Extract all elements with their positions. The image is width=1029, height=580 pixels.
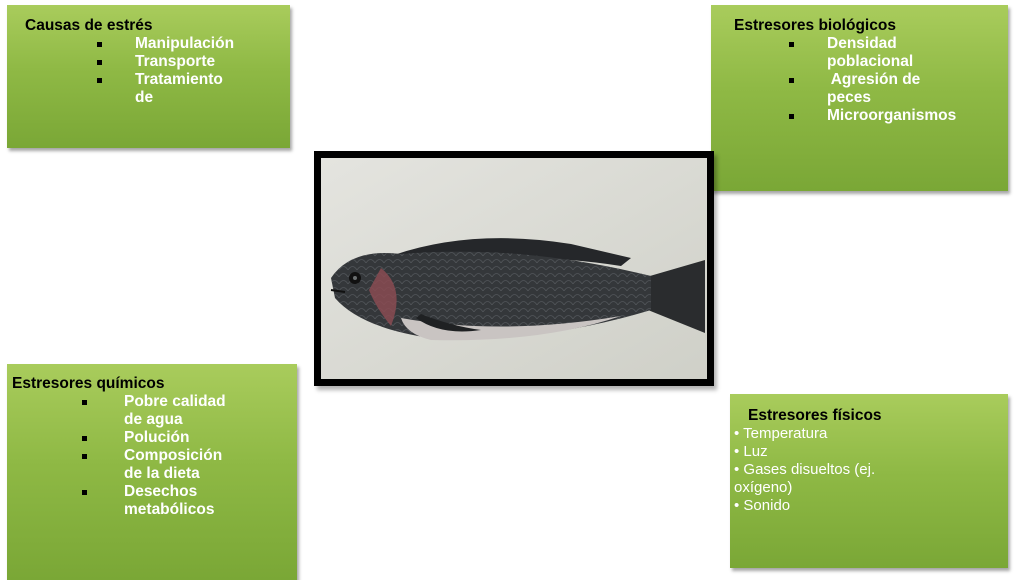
square-bullet-icon <box>789 114 794 119</box>
list-item: Tratamiento <box>25 71 290 89</box>
biologicos-title: Estresores biológicos <box>734 17 1008 35</box>
fisicos-list: • Temperatura • Luz • Gases disueltos (e… <box>734 425 1008 515</box>
square-bullet-icon <box>82 436 87 441</box>
list-item: Densidad <box>734 35 1007 53</box>
square-bullet-icon <box>97 42 102 47</box>
list-item-continuation: poblacional <box>734 53 1007 71</box>
quimicos-list: Pobre calidad de agua Polución Composici… <box>12 393 297 519</box>
list-item-continuation: de agua <box>12 411 284 429</box>
causas-list: Manipulación Transporte Tratamiento de <box>25 35 290 107</box>
list-item-continuation: peces <box>734 89 1007 107</box>
tilapia-fish-image <box>321 158 707 379</box>
list-item-continuation: oxígeno) <box>734 479 1008 497</box>
list-item: • Luz <box>734 443 1008 461</box>
estresores-quimicos-box: Estresores químicos Pobre calidad de agu… <box>7 364 297 580</box>
list-item-continuation: de la dieta <box>12 465 284 483</box>
list-item: Microorganismos <box>734 107 1007 125</box>
estresores-biologicos-box: Estresores biológicos Densidad poblacion… <box>711 5 1008 191</box>
causas-estres-box: Causas de estrés Manipulación Transporte… <box>7 5 290 148</box>
fish-photo <box>314 151 714 386</box>
causas-title: Causas de estrés <box>25 17 290 35</box>
list-item: Desechos <box>12 483 284 501</box>
square-bullet-icon <box>97 78 102 83</box>
list-item-continuation: metabólicos <box>12 501 284 519</box>
list-item: Polución <box>12 429 284 447</box>
list-item: Composición <box>12 447 284 465</box>
quimicos-title: Estresores químicos <box>12 375 297 393</box>
square-bullet-icon <box>82 454 87 459</box>
biologicos-list: Densidad poblacional Agresión de peces M… <box>734 35 1008 125</box>
square-bullet-icon <box>789 78 794 83</box>
fisicos-title: Estresores físicos <box>734 407 1008 425</box>
estresores-fisicos-box: Estresores físicos • Temperatura • Luz •… <box>730 394 1008 568</box>
list-item: • Gases disueltos (ej. <box>734 461 1008 479</box>
square-bullet-icon <box>97 60 102 65</box>
square-bullet-icon <box>82 400 87 405</box>
square-bullet-icon <box>789 42 794 47</box>
list-item: Manipulación <box>25 35 290 53</box>
list-item-continuation: de <box>25 89 290 107</box>
list-item: • Temperatura <box>734 425 1008 443</box>
list-item: Pobre calidad <box>12 393 284 411</box>
list-item: Transporte <box>25 53 290 71</box>
list-item: • Sonido <box>734 497 1008 515</box>
square-bullet-icon <box>82 490 87 495</box>
list-item: Agresión de <box>734 71 1007 89</box>
